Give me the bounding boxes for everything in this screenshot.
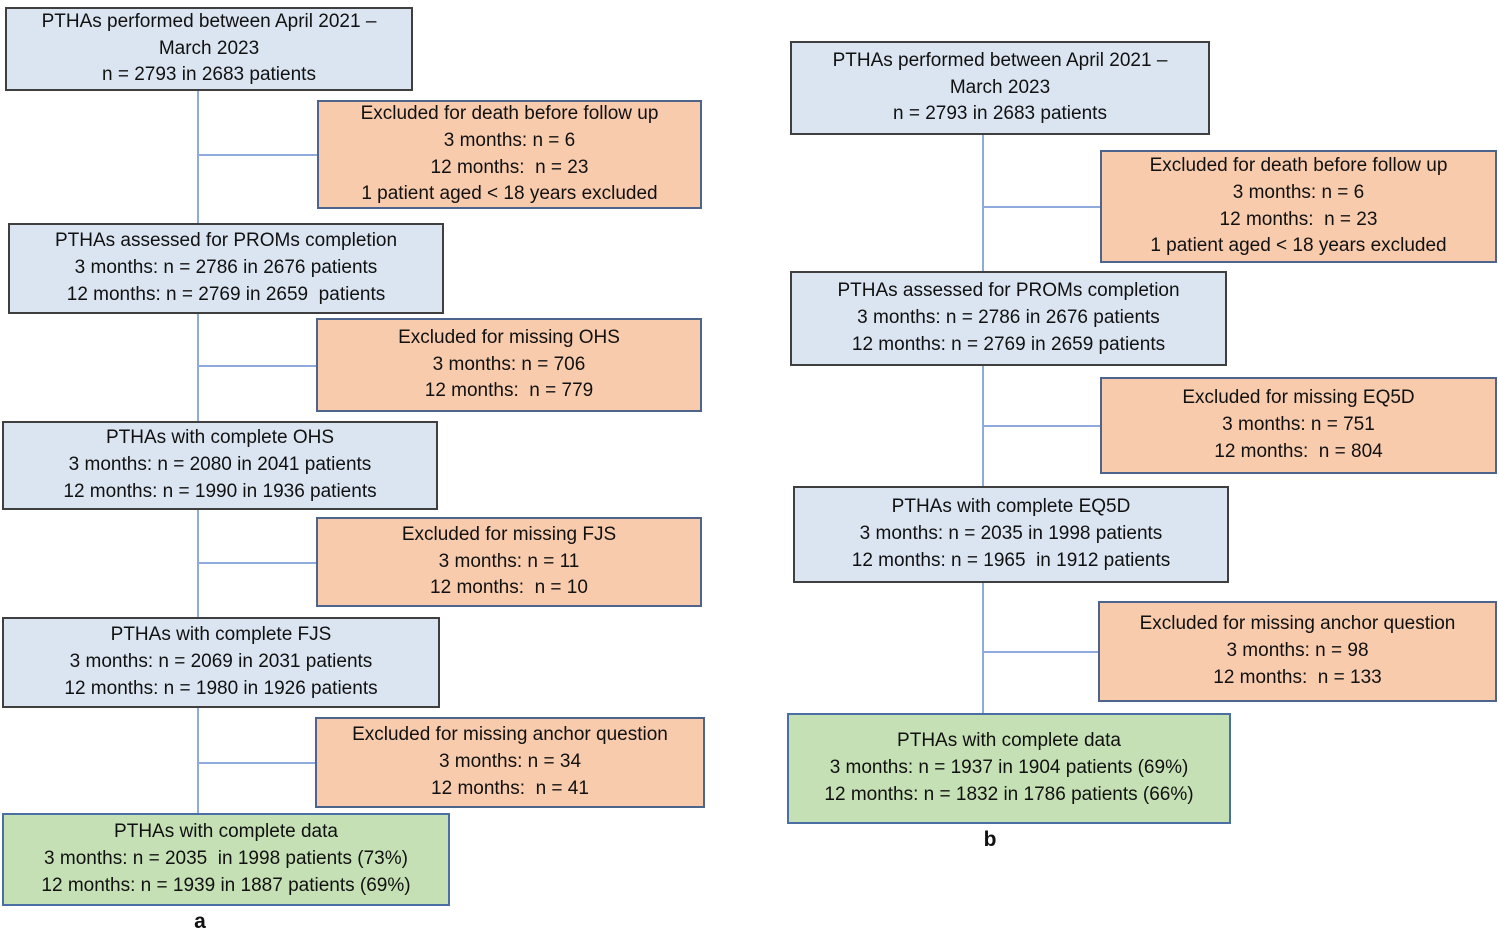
connector-line-a2	[197, 314, 199, 421]
flow-box-assessed-b: PTHAs assessed for PROMs completion 3 mo…	[790, 271, 1227, 366]
connector-branch-a3	[197, 562, 316, 564]
panel-label-b: b	[983, 828, 997, 851]
flow-box-population-a: PTHAs performed between April 2021 – Mar…	[5, 7, 413, 91]
flow-box-complete-ohs-a: PTHAs with complete OHS 3 months: n = 20…	[2, 421, 438, 510]
exclusion-box-missing-eq5d-b: Excluded for missing EQ5D 3 months: n = …	[1100, 377, 1497, 474]
flow-box-complete-fjs-a: PTHAs with complete FJS 3 months: n = 20…	[2, 617, 440, 708]
connector-branch-b1	[982, 206, 1100, 208]
flow-box-complete-eq5d-b: PTHAs with complete EQ5D 3 months: n = 2…	[793, 486, 1229, 583]
exclusion-box-death-a: Excluded for death before follow up 3 mo…	[317, 100, 702, 209]
connector-line-b1	[982, 135, 984, 271]
exclusion-box-anchor-b: Excluded for missing anchor question 3 m…	[1098, 601, 1497, 702]
connector-branch-b2	[982, 425, 1100, 427]
connector-branch-b3	[982, 651, 1098, 653]
exclusion-box-missing-ohs-a: Excluded for missing OHS 3 months: n = 7…	[316, 318, 702, 412]
connector-branch-a1	[197, 154, 317, 156]
connector-branch-a4	[197, 762, 315, 764]
flow-box-complete-data-b: PTHAs with complete data 3 months: n = 1…	[787, 713, 1231, 824]
connector-line-a1	[197, 91, 199, 223]
exclusion-box-death-b: Excluded for death before follow up 3 mo…	[1100, 150, 1497, 263]
flow-box-assessed-a: PTHAs assessed for PROMs completion 3 mo…	[8, 223, 444, 314]
connector-branch-a2	[197, 365, 316, 367]
exclusion-box-anchor-a: Excluded for missing anchor question 3 m…	[315, 717, 705, 808]
flow-box-complete-data-a: PTHAs with complete data 3 months: n = 2…	[2, 813, 450, 906]
exclusion-box-missing-fjs-a: Excluded for missing FJS 3 months: n = 1…	[316, 517, 702, 607]
flow-box-population-b: PTHAs performed between April 2021 – Mar…	[790, 41, 1210, 135]
connector-line-b3	[982, 583, 984, 713]
connector-line-a4	[197, 708, 199, 813]
panel-label-a: a	[194, 910, 206, 933]
